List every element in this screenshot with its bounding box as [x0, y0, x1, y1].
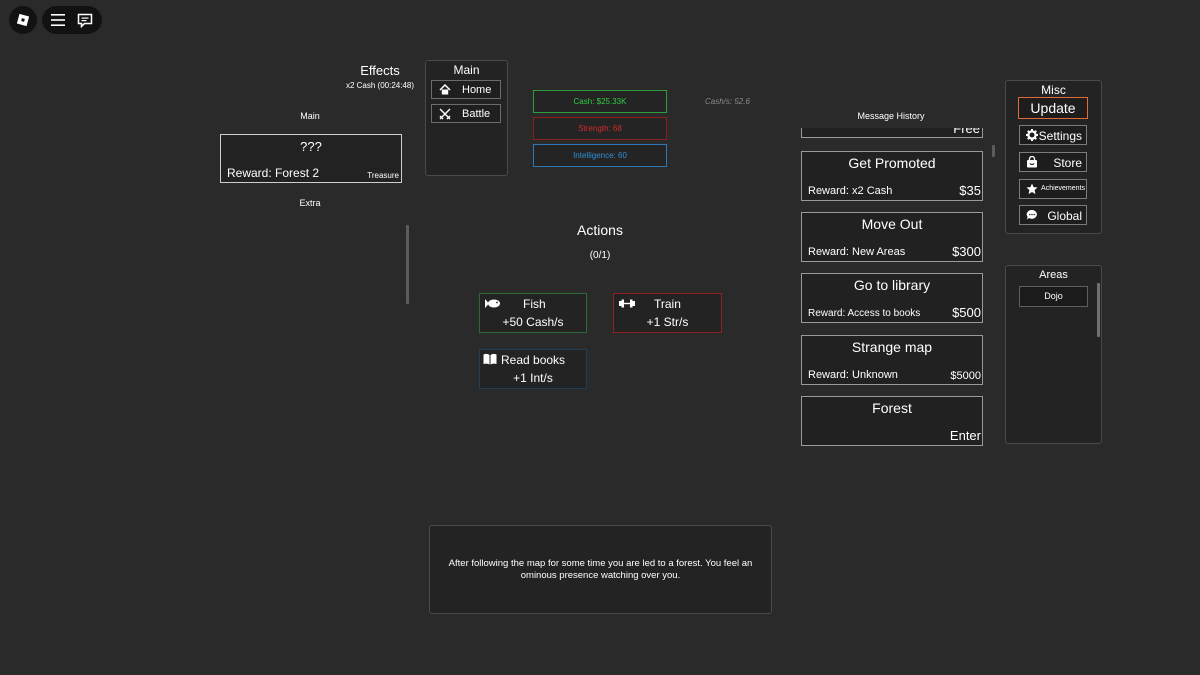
global-label: Global — [1047, 209, 1082, 223]
roblox-menu-button[interactable] — [9, 6, 37, 34]
cash-stat: Cash: $25.33K — [533, 90, 667, 113]
fish-action[interactable]: Fish +50 Cash/s — [479, 293, 587, 333]
crossed-swords-icon — [439, 108, 451, 120]
story-message-box: After following the map for some time yo… — [429, 525, 772, 614]
home-button[interactable]: Home — [431, 80, 501, 99]
treasure-card-title: ??? — [300, 139, 322, 154]
settings-button[interactable]: Settings — [1019, 125, 1087, 145]
home-button-label: Home — [462, 84, 492, 96]
fish-action-title: Fish — [523, 297, 546, 311]
train-action[interactable]: Train +1 Str/s — [613, 293, 722, 333]
treasure-card-reward: Reward: Forest 2 — [227, 166, 320, 180]
roblox-logo-icon — [16, 13, 30, 27]
cash-rate: Cash/s: 52.6 — [705, 97, 750, 106]
shop-bag-icon — [1026, 156, 1038, 168]
task-scrollbar[interactable] — [992, 145, 995, 157]
hamburger-menu-icon[interactable] — [51, 14, 65, 26]
story-message-text: After following the map for some time yo… — [448, 558, 753, 581]
update-button[interactable]: Update — [1018, 97, 1088, 119]
task-card-strange-map[interactable]: Strange map Reward: Unknown $5000 — [801, 335, 983, 385]
task-card-partial[interactable]: Free — [801, 128, 983, 138]
chat-bubble-icon — [1026, 209, 1038, 221]
task-card-go-to-library[interactable]: Go to library Reward: Access to books $5… — [801, 273, 983, 323]
battle-button[interactable]: Battle — [431, 104, 501, 123]
battle-button-label: Battle — [462, 108, 491, 120]
store-label: Store — [1053, 156, 1082, 170]
treasure-card[interactable]: ??? Reward: Forest 2 Treasure — [220, 134, 402, 183]
read-books-action-sub: +1 Int/s — [513, 371, 553, 385]
task-card-forest[interactable]: Forest Enter — [801, 396, 983, 446]
train-action-sub: +1 Str/s — [646, 315, 689, 329]
task-card-move-out[interactable]: Move Out Reward: New Areas $300 — [801, 212, 983, 262]
train-action-title: Train — [654, 297, 681, 311]
read-books-action-title: Read books — [501, 353, 566, 367]
chat-icon[interactable] — [77, 13, 93, 28]
task-reward: Reward: New Areas — [808, 246, 906, 258]
task-title: Strange map — [851, 339, 933, 355]
effects-title: Effects — [360, 63, 400, 78]
task-cost: $300 — [952, 244, 981, 259]
message-history-title: Message History — [857, 111, 925, 121]
strength-stat: Strength: 68 — [533, 117, 667, 140]
effect-item: x2 Cash (00:24:48) — [345, 81, 415, 90]
areas-title: Areas — [1039, 269, 1068, 281]
fish-icon — [485, 298, 501, 309]
treasure-card-tag: Treasure — [367, 171, 399, 180]
store-button[interactable]: Store — [1019, 152, 1087, 172]
actions-count: (0/1) — [589, 250, 611, 261]
task-card-get-promoted[interactable]: Get Promoted Reward: x2 Cash $35 — [801, 151, 983, 201]
task-cost: $35 — [959, 183, 981, 198]
misc-title: Misc — [1041, 83, 1066, 97]
task-cost: Enter — [949, 428, 981, 443]
task-title: Go to library — [853, 277, 931, 293]
book-icon — [483, 353, 497, 365]
left-main-label: Main — [300, 111, 320, 121]
task-reward: Reward: Unknown — [808, 369, 898, 381]
task-reward: Reward: x2 Cash — [808, 185, 893, 197]
dumbbell-icon — [619, 299, 635, 308]
actions-title: Actions — [577, 222, 623, 238]
area-item-dojo[interactable]: Dojo — [1019, 286, 1088, 307]
fish-action-sub: +50 Cash/s — [502, 315, 564, 329]
task-list: Free — [801, 128, 983, 448]
task-cost: $500 — [952, 305, 981, 320]
topbar-menu-group — [42, 6, 102, 34]
achievements-button[interactable]: Achievements — [1019, 179, 1087, 199]
left-scrollbar[interactable] — [406, 225, 409, 304]
task-reward: Reward: Access to books — [808, 308, 921, 319]
task-card-partial-cost: Free — [953, 128, 980, 136]
global-button[interactable]: Global — [1019, 205, 1087, 225]
home-icon — [439, 84, 451, 95]
achievements-label: Achievements — [1041, 185, 1085, 192]
gear-icon — [1026, 129, 1038, 141]
areas-scrollbar[interactable] — [1097, 283, 1100, 337]
intelligence-stat: Intelligence: 60 — [533, 144, 667, 167]
main-nav-title: Main — [453, 63, 480, 77]
task-title: Get Promoted — [848, 155, 936, 171]
task-cost: $5000 — [950, 370, 981, 382]
read-books-action[interactable]: Read books +1 Int/s — [479, 349, 587, 389]
settings-label: Settings — [1038, 129, 1082, 143]
task-title: Forest — [872, 400, 912, 416]
task-title: Move Out — [861, 216, 923, 232]
extra-label: Extra — [299, 198, 321, 208]
star-icon — [1026, 183, 1038, 195]
